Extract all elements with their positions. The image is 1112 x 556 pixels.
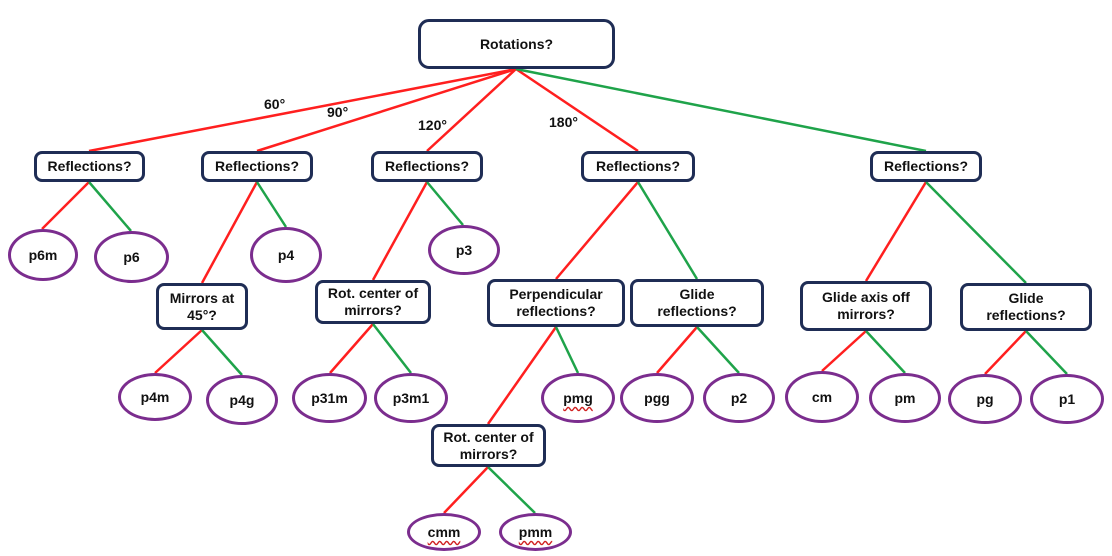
edge-rotations-120	[426, 68, 517, 152]
edge-reflnone-glide	[925, 181, 1027, 284]
edge-glideaxis-cm	[821, 330, 867, 372]
reflections-question-180: Reflections?	[581, 151, 695, 182]
edge-perpendicular-rotcenter	[486, 326, 558, 425]
edge-rotations-90	[256, 67, 517, 153]
glide-axis-off-mirrors-question: Glide axis off mirrors?	[800, 281, 932, 331]
group-pm: pm	[869, 373, 941, 423]
rotation-label-60: 60°	[264, 96, 286, 112]
edge-rotations-180	[515, 67, 639, 153]
group-p4m: p4m	[118, 373, 192, 421]
group-pmm: pmm	[499, 513, 572, 551]
glide-reflections-question-none: Glide reflections?	[960, 283, 1092, 331]
group-p2: p2	[703, 373, 775, 423]
edge-rotcenter2-pmm	[487, 466, 536, 514]
edge-refl90-p4	[255, 181, 288, 228]
edge-refl90-mirrors45	[200, 181, 259, 284]
edge-glide-p2	[696, 326, 740, 374]
rot-center-of-mirrors-question: Rot. center of mirrors?	[315, 280, 431, 324]
group-cm: cm	[785, 371, 859, 423]
edge-refl120-p3	[426, 181, 464, 226]
group-pg: pg	[948, 374, 1022, 424]
edge-glide2-pg	[984, 330, 1027, 375]
rotation-label-90: 90°	[327, 104, 349, 120]
edge-refl180-perpendicular	[555, 181, 639, 280]
group-p6m: p6m	[8, 229, 78, 281]
rotation-label-120: 120°	[418, 117, 447, 133]
rotations-question: Rotations?	[418, 19, 615, 69]
edge-mirrors45-p4g	[201, 329, 243, 376]
group-p4: p4	[250, 227, 322, 283]
edge-glideaxis-pm	[865, 330, 906, 374]
group-p31m: p31m	[292, 373, 367, 423]
group-pmg: pmg	[541, 373, 615, 423]
reflections-question-90: Reflections?	[201, 151, 313, 182]
perpendicular-reflections-question: Perpendicular reflections?	[487, 279, 625, 327]
group-p1: p1	[1030, 374, 1104, 424]
rot-center-of-mirrors-question-2: Rot. center of mirrors?	[431, 424, 546, 467]
reflections-question-120: Reflections?	[371, 151, 483, 182]
edge-refl120-rotcenter	[371, 181, 429, 281]
rotation-label-180: 180°	[549, 114, 578, 130]
group-p4g: p4g	[206, 375, 278, 425]
edge-reflnone-glideaxis	[864, 181, 928, 282]
mirrors-at-45-question: Mirrors at 45°?	[156, 283, 248, 330]
edge-perpendicular-pmg	[554, 326, 580, 374]
edge-refl180-glide	[636, 181, 699, 280]
edge-refl60-p6m	[41, 181, 90, 230]
edge-rotcenter2-cmm	[443, 466, 489, 514]
group-pgg: pgg	[620, 373, 694, 423]
group-p3: p3	[428, 225, 500, 275]
edge-glide-pgg	[656, 326, 698, 374]
edge-rotations-none	[515, 67, 927, 153]
edge-glide2-p1	[1025, 330, 1068, 375]
edge-rotations-60	[88, 67, 517, 153]
reflections-question-none: Reflections?	[870, 151, 982, 182]
edge-rotcenter-p31m	[329, 323, 374, 374]
edge-rotcenter-p3m1	[372, 323, 412, 374]
edge-refl60-p6	[88, 181, 132, 232]
reflections-question-60: Reflections?	[34, 151, 145, 182]
edge-mirrors45-p4m	[154, 329, 203, 374]
group-p3m1: p3m1	[374, 373, 448, 423]
group-cmm: cmm	[407, 513, 481, 551]
group-p6: p6	[94, 231, 169, 283]
glide-reflections-question-180: Glide reflections?	[630, 279, 764, 327]
